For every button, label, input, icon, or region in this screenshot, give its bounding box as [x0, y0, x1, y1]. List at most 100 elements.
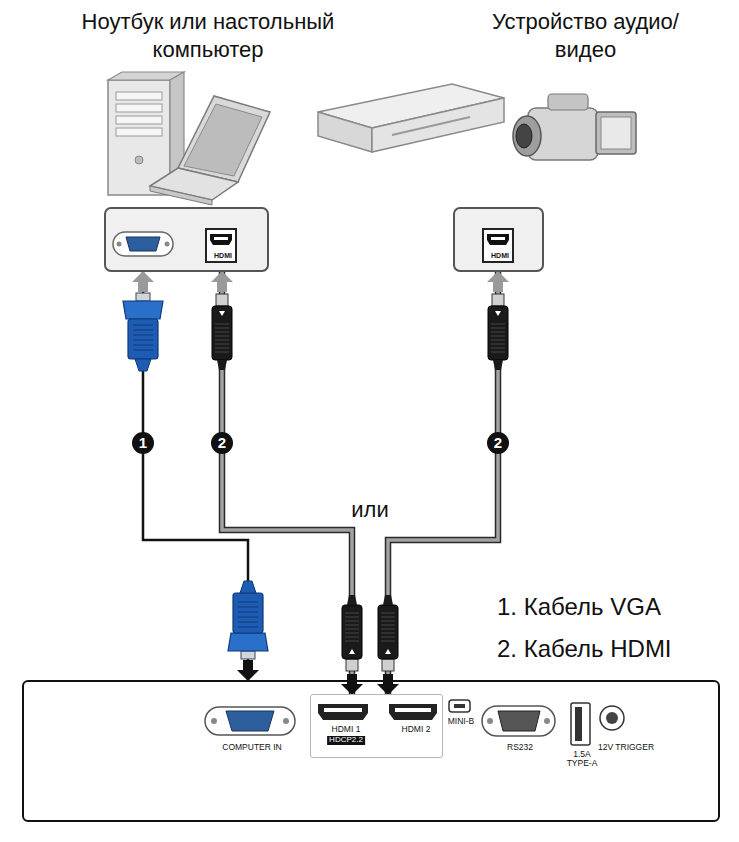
- hdmi-slot: [210, 234, 232, 245]
- plug-tail: [347, 595, 357, 605]
- grip-line: [491, 336, 505, 337]
- grip-line: [381, 617, 395, 618]
- grip-line: [345, 629, 359, 630]
- hdmi-plug: [378, 595, 398, 671]
- grip-line: [491, 352, 505, 353]
- callout-number: 1: [132, 432, 154, 454]
- plug-tip: [241, 651, 255, 659]
- alternative-note: или: [345, 496, 395, 524]
- vga-port: [205, 707, 295, 735]
- grip-line: [215, 332, 229, 333]
- port-label: 1.5A TYPE-A: [566, 750, 598, 769]
- usb-port: [571, 703, 590, 745]
- vga-plug: [228, 581, 268, 659]
- callout-number: 2: [211, 432, 233, 454]
- cable-outline: [388, 272, 498, 694]
- camcorder-display: [601, 117, 631, 149]
- vga-screw: [211, 718, 217, 724]
- hdmi-contacts: [214, 237, 228, 240]
- vga-cable: [143, 272, 248, 680]
- grip-line: [491, 324, 505, 325]
- hdmi-contacts: [395, 708, 431, 712]
- port-label: RS232: [507, 743, 533, 752]
- rs232-screw: [487, 718, 493, 724]
- port-panel: HDMI: [453, 207, 544, 272]
- plug-tip: [492, 294, 504, 306]
- laptop-base: [150, 168, 238, 200]
- laptop-edge: [150, 186, 212, 205]
- grip-line: [238, 617, 258, 618]
- hdmi-cable: [388, 272, 498, 694]
- grip-line: [491, 344, 505, 345]
- cable-key: 1. Кабель VGA: [497, 592, 661, 622]
- plug-tail: [217, 360, 227, 370]
- hdmi-contacts: [324, 708, 362, 712]
- hdmi-cable: [222, 272, 352, 694]
- port-panel: HDMI: [104, 207, 269, 272]
- drive-bay: [116, 92, 162, 100]
- grip-line: [215, 340, 229, 341]
- device-heading: Ноутбук или настольный компьютер: [68, 8, 348, 63]
- grip-line: [381, 633, 395, 634]
- plug-head: [228, 633, 268, 651]
- grip-line: [491, 332, 505, 333]
- rs232-port: [482, 706, 555, 736]
- plug-mark: [219, 311, 225, 316]
- grip-line: [381, 621, 395, 622]
- mini-b-socket: [454, 704, 465, 708]
- callout-number: 2: [487, 432, 509, 454]
- projector-panel: COMPUTER INMINI-BRS2321.5A TYPE-A12V TRI…: [22, 680, 720, 822]
- plug-head: [123, 301, 163, 319]
- laptop-screen: [184, 104, 262, 176]
- plug-mark: [349, 649, 355, 654]
- drive-bay: [116, 104, 162, 112]
- port-label: HDCP2.2: [327, 736, 365, 745]
- disc-slot: [392, 117, 470, 135]
- hdmi-contacts: [491, 237, 505, 240]
- hdmi-port: [483, 229, 513, 262]
- rs232-screw: [544, 718, 550, 724]
- hdmi-port: [206, 229, 236, 262]
- grip-line: [133, 340, 153, 341]
- port-label: HDMI 2: [402, 725, 431, 734]
- grip-line: [381, 637, 395, 638]
- plug-body: [212, 306, 232, 360]
- vga-socket: [126, 237, 160, 251]
- plug-tip: [382, 659, 394, 671]
- hdmi-plug: [212, 294, 232, 370]
- grip-line: [215, 336, 229, 337]
- plug-body: [128, 319, 158, 359]
- plug-tail: [383, 595, 393, 605]
- vga-socket: [226, 711, 274, 731]
- grip-line: [238, 622, 258, 623]
- plug-tip: [136, 293, 150, 301]
- plug-tail: [240, 581, 256, 593]
- grip-line: [491, 328, 505, 329]
- usb-tongue: [575, 707, 582, 741]
- vga-screw: [283, 718, 289, 724]
- grip-line: [133, 345, 153, 346]
- port-label: HDMI: [491, 252, 509, 260]
- vga-screw: [117, 242, 122, 247]
- pc-tower: [108, 80, 170, 195]
- power-button: [135, 156, 143, 164]
- camcorder-screen: [596, 112, 636, 154]
- panel-fill: [104, 207, 269, 272]
- port-label: MINI-B: [448, 717, 474, 726]
- grip-line: [215, 328, 229, 329]
- grip-line: [215, 348, 229, 349]
- grip-line: [345, 617, 359, 618]
- cable-key: 2. Кабель HDMI: [497, 634, 672, 664]
- grip-line: [215, 324, 229, 325]
- hdmi-group: HDMI 1HDCP2.2HDMI 2: [310, 694, 443, 758]
- hdmi-plug: [488, 294, 508, 370]
- grip-line: [491, 348, 505, 349]
- grip-line: [215, 352, 229, 353]
- plug-tail: [135, 359, 151, 371]
- camcorder-lens: [513, 116, 541, 156]
- grip-line: [345, 621, 359, 622]
- grip-line: [381, 629, 395, 630]
- grip-line: [133, 350, 153, 351]
